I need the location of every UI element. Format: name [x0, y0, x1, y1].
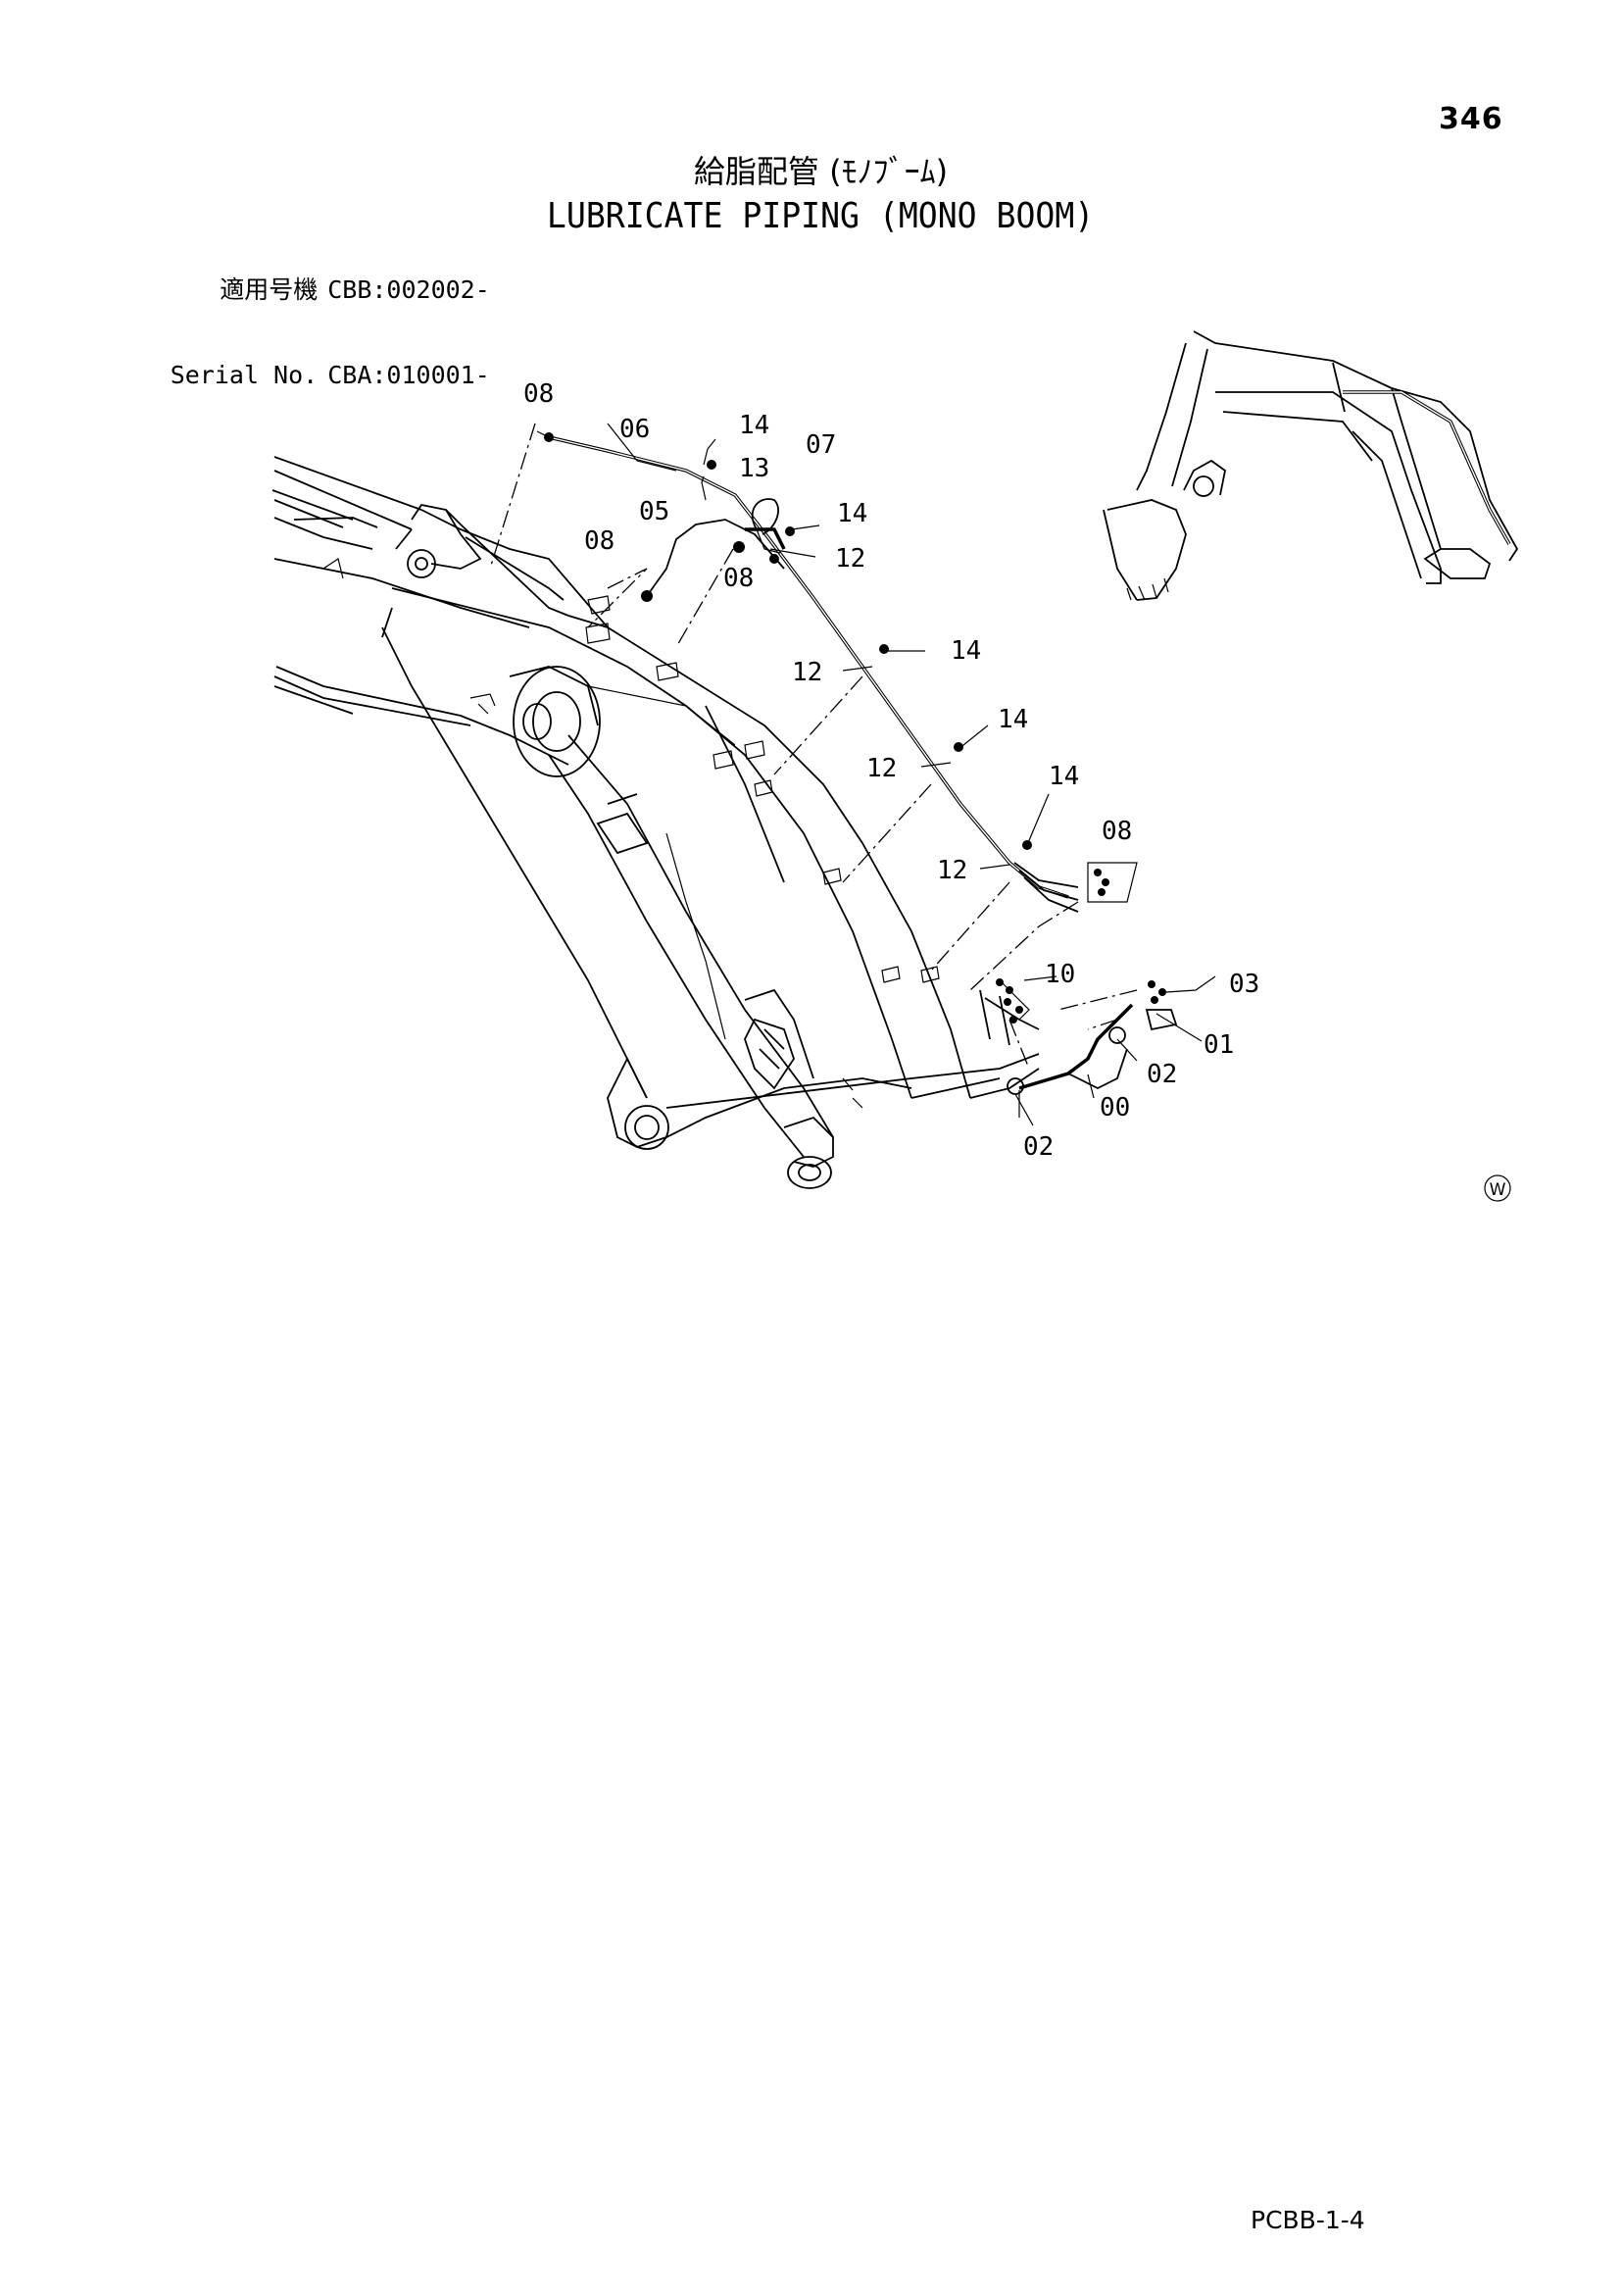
callout-02-right: 02: [1147, 1060, 1177, 1089]
callout-02-bottom: 02: [1023, 1132, 1054, 1162]
serial-value: CBB:002002-: [327, 275, 490, 304]
callout-08-mid: 08: [723, 564, 754, 593]
callout-07: 07: [806, 430, 836, 460]
callout-08-mid-left: 08: [584, 526, 614, 556]
serial-info: 適用号機 CBB:002002- Serial No. CBA:010001-: [110, 247, 490, 418]
callout-14-e: 14: [1049, 762, 1079, 791]
page-number: 346: [1439, 102, 1503, 136]
boom-structure: [271, 456, 1040, 1189]
callout-01: 01: [1204, 1030, 1234, 1060]
callout-14-a: 14: [739, 411, 769, 440]
footer-page-code: PCBB-1-4: [1251, 2206, 1365, 2234]
page-title-english: LUBRICATE PIPING (MONO BOOM): [546, 196, 1095, 236]
callout-12-c: 12: [866, 754, 897, 783]
serial-row-serial-no: Serial No. CBA:010001-: [110, 332, 490, 418]
serial-label: 適用号機: [220, 275, 319, 304]
w-mark-symbol: W: [1484, 1174, 1511, 1202]
callout-08-right: 08: [1102, 817, 1132, 846]
callout-14-d: 14: [998, 705, 1028, 734]
callout-12-b: 12: [792, 658, 822, 687]
callout-12-a: 12: [835, 544, 865, 574]
callout-14-c: 14: [951, 636, 981, 666]
leader-lines: [489, 423, 1216, 1126]
callout-10: 10: [1045, 960, 1075, 989]
callout-06: 06: [619, 415, 650, 444]
callout-12-d: 12: [937, 856, 967, 885]
page-title-japanese: 給脂配管 (ﾓﾉﾌﾞｰﾑ): [693, 153, 949, 190]
excavator-overview-illustration: [1103, 330, 1519, 601]
serial-row-applicable: 適用号機 CBB:002002-: [110, 247, 490, 332]
callout-00: 00: [1100, 1093, 1130, 1123]
callout-03: 03: [1229, 970, 1259, 999]
serial-value: CBA:010001-: [327, 361, 490, 389]
serial-label: Serial No.: [170, 361, 319, 389]
callout-14-b: 14: [837, 499, 867, 528]
lubrication-pipes: [548, 435, 1178, 1095]
callout-05: 05: [639, 497, 669, 526]
callout-13: 13: [739, 454, 769, 483]
w-mark-letter: W: [1490, 1180, 1506, 1200]
callout-08-top: 08: [523, 379, 554, 409]
callout-labels: 08 06 14 13 07 05 14 08 12 08 14 12 14 1…: [523, 379, 1259, 1162]
